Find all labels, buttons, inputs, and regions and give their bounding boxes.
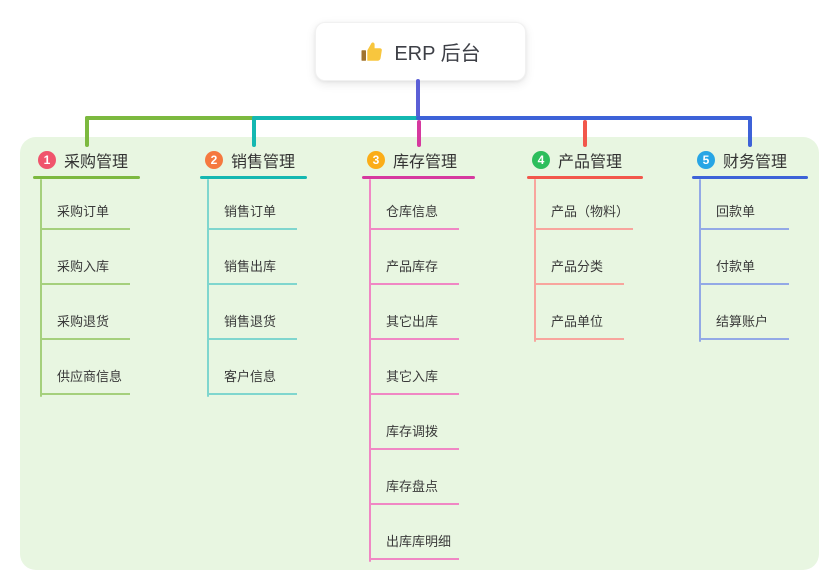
branch-topic-label: 产品管理 <box>558 154 623 171</box>
root-topic[interactable]: ERP 后台 <box>315 22 526 81</box>
branch-number-badge: 4 <box>532 151 550 169</box>
branch-underline <box>692 176 808 179</box>
root-topic-label: ERP 后台 <box>394 43 481 65</box>
connector-line <box>252 116 420 120</box>
connector-line <box>748 116 752 147</box>
branches-panel <box>20 137 819 570</box>
child-topic[interactable]: 产品分类 <box>534 245 624 285</box>
branch-number-badge: 1 <box>38 151 56 169</box>
branch-topic[interactable]: 4 产品管理 <box>532 147 622 173</box>
branch-number-badge: 2 <box>205 151 223 169</box>
connector-line <box>85 116 256 120</box>
branch-topic-label: 库存管理 <box>393 154 458 171</box>
branch-number-badge: 3 <box>367 151 385 169</box>
child-topic[interactable]: 仓库信息 <box>369 190 459 230</box>
branch-topic[interactable]: 1 采购管理 <box>38 147 128 173</box>
branch-spine-line <box>534 179 536 342</box>
child-topic[interactable]: 产品单位 <box>534 300 624 340</box>
connector-line <box>252 116 256 147</box>
child-topic[interactable]: 产品库存 <box>369 245 459 285</box>
child-topic[interactable]: 销售退货 <box>207 300 297 340</box>
child-topic[interactable]: 库存调拨 <box>369 410 459 450</box>
child-topic[interactable]: 回款单 <box>699 190 789 230</box>
child-topic[interactable]: 其它入库 <box>369 355 459 395</box>
branch-underline <box>33 176 140 179</box>
branch-topic-label: 财务管理 <box>723 154 788 171</box>
branch-topic[interactable]: 5 财务管理 <box>697 147 787 173</box>
child-topic[interactable]: 其它出库 <box>369 300 459 340</box>
child-topic[interactable]: 库存盘点 <box>369 465 459 505</box>
connector-line <box>583 120 587 147</box>
branch-topic-label: 销售管理 <box>231 154 296 171</box>
child-topic[interactable]: 出库库明细 <box>369 520 459 560</box>
child-topic[interactable]: 采购订单 <box>40 190 130 230</box>
branch-spine-line <box>40 179 42 397</box>
branch-spine-line <box>369 179 371 562</box>
branch-spine-line <box>699 179 701 342</box>
child-topic[interactable]: 客户信息 <box>207 355 297 395</box>
branch-underline <box>527 176 643 179</box>
child-topic[interactable]: 产品（物料） <box>534 190 634 230</box>
branch-number-badge: 5 <box>697 151 715 169</box>
thumbs-up-icon <box>361 41 383 61</box>
connector-line <box>417 120 421 147</box>
child-topic[interactable]: 销售出库 <box>207 245 297 285</box>
child-topic[interactable]: 结算账户 <box>699 300 789 340</box>
child-topic[interactable]: 销售订单 <box>207 190 297 230</box>
child-topic[interactable]: 采购退货 <box>40 300 130 340</box>
branch-underline <box>200 176 307 179</box>
connector-line <box>416 116 752 120</box>
child-topic[interactable]: 供应商信息 <box>40 355 130 395</box>
branch-topic[interactable]: 2 销售管理 <box>205 147 295 173</box>
branch-topic-label: 采购管理 <box>64 154 129 171</box>
root-stem-line <box>416 79 420 120</box>
child-topic[interactable]: 付款单 <box>699 245 789 285</box>
child-topic[interactable]: 采购入库 <box>40 245 130 285</box>
connector-line <box>85 116 89 147</box>
branch-underline <box>362 176 475 179</box>
branch-topic[interactable]: 3 库存管理 <box>367 147 457 173</box>
branch-spine-line <box>207 179 209 397</box>
